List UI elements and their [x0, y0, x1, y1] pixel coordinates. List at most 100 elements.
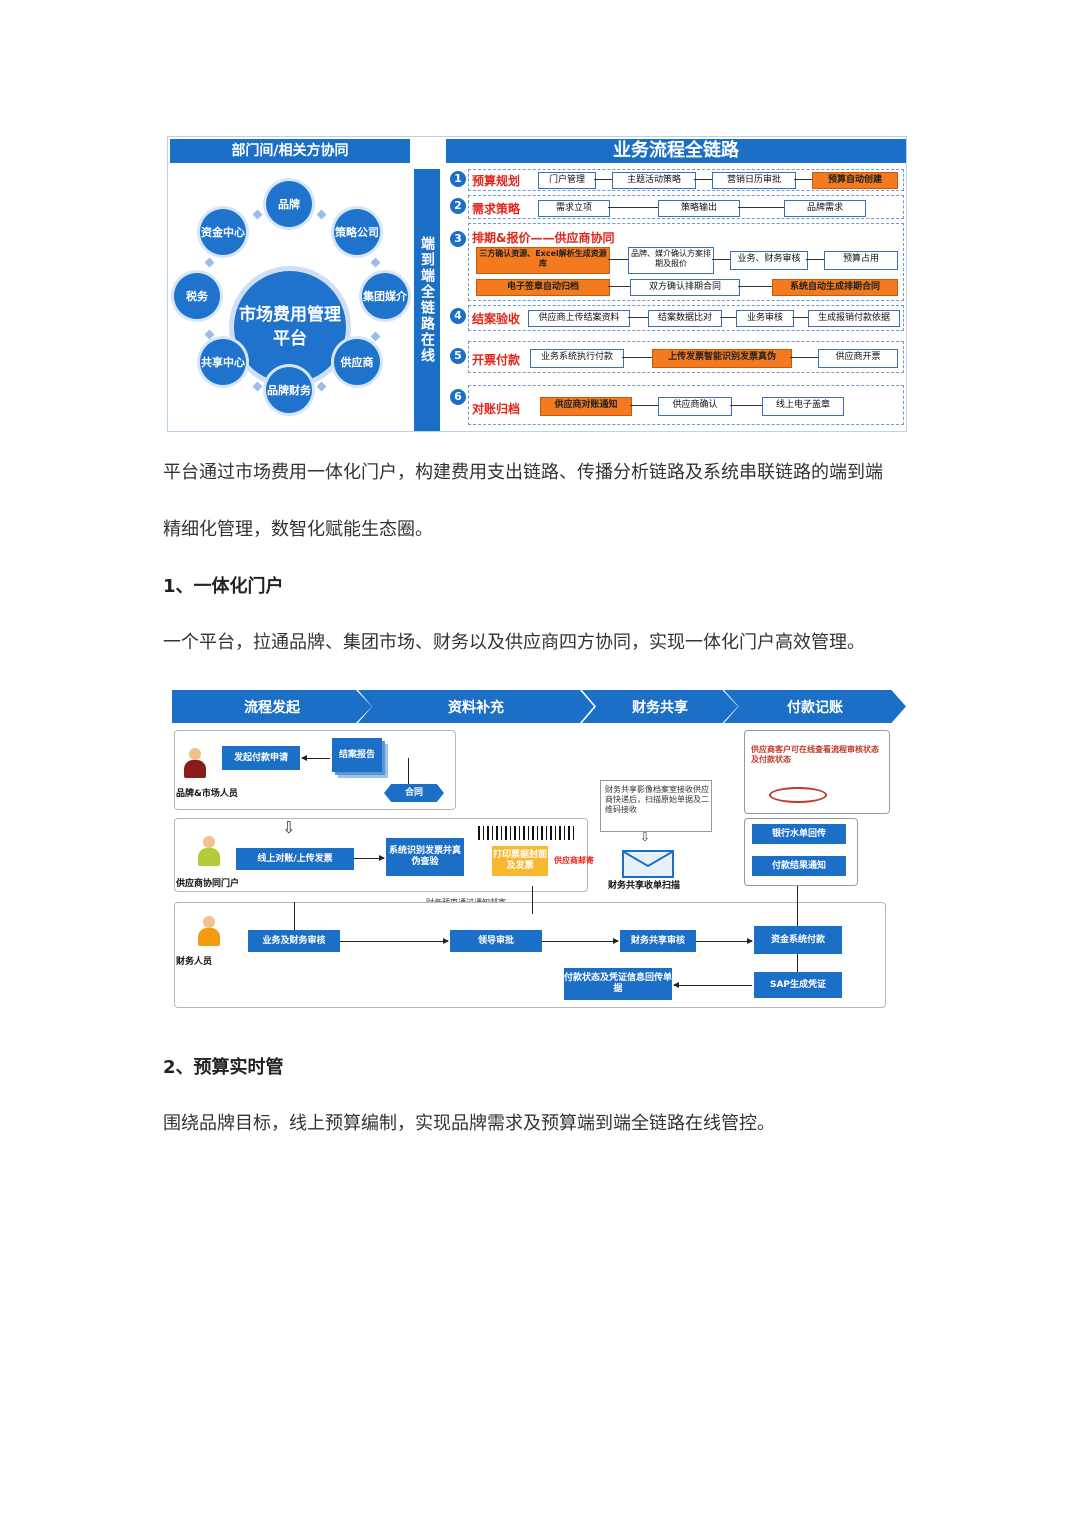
node-shared-center: 共享中心 [200, 339, 246, 385]
arrow [301, 755, 330, 761]
platform-overview-figure: 部门间/相关方协同 业务流程全链路 市场费用管理平台 品牌 策略公司 集团媒介 … [167, 136, 907, 432]
connector [790, 357, 818, 358]
step-number: 3 [450, 231, 466, 247]
payment-notice-box: 付款结果通知 [752, 856, 846, 876]
row-scheduling-quote [468, 223, 904, 301]
process-box: 双方确认排期合同 [630, 279, 740, 296]
connector [794, 179, 812, 180]
stage-label: 排期&报价——供应商协同 [472, 231, 615, 245]
leader-approval-box: 领导审批 [450, 930, 542, 952]
print-cover-box: 打印票据封面及发票 [492, 846, 548, 876]
phase-shared-finance: 财务共享 [582, 690, 738, 723]
node-brand: 品牌 [266, 181, 312, 227]
envelope-icon [622, 850, 674, 878]
process-box: 结案数据比对 [648, 310, 722, 327]
invoice-check-box: 系统识别发票并真伪查验 [386, 838, 464, 876]
stage-label: 需求策略 [472, 202, 521, 216]
section-heading-portal: 1、一体化门户 [163, 576, 284, 597]
hub-arrow [370, 257, 381, 268]
hub-arrow [204, 329, 215, 340]
phase-initiate: 流程发起 [172, 690, 372, 723]
connector [608, 259, 628, 260]
arrow [294, 902, 295, 930]
brand-person-icon [184, 748, 206, 778]
connector [738, 207, 784, 208]
stage-label: 预算规划 [472, 174, 521, 188]
role-brand: 品牌&市场人员 [176, 789, 238, 799]
process-chain: 1 预算规划 门户管理 主题活动策略 营销日历审批 预算自动创建 2 需求策略 … [446, 167, 906, 431]
end-to-end-label: 端到端全链路在线 [414, 169, 440, 431]
sap-voucher-box: SAP生成凭证 [754, 972, 842, 998]
process-box: 生成报销付款依据 [808, 310, 900, 327]
process-box: 供应商确认 [658, 397, 732, 416]
stamp-icon [769, 787, 827, 803]
process-box-highlight: 预算自动创建 [812, 172, 898, 189]
left-panel-title: 部门间/相关方协同 [170, 139, 410, 163]
supplier-query-text: 供应商客户可在线查看流程审核状态及付款状态 [751, 745, 879, 764]
process-box-highlight: 电子签章自动归档 [476, 279, 610, 296]
hub-arrow [370, 331, 381, 342]
collaboration-hub: 市场费用管理平台 品牌 策略公司 集团媒介 供应商 品牌财务 共享中心 税务 资… [168, 167, 412, 431]
budget-paragraph: 围绕品牌目标，线上预算编制，实现品牌需求及预算端到端全链路在线管控。 [163, 1113, 775, 1134]
connector [730, 405, 762, 406]
process-box: 业务审核 [736, 310, 794, 327]
row-reconciliation [468, 385, 904, 425]
node-supplier: 供应商 [334, 339, 380, 385]
arrow [542, 938, 619, 944]
arrow [673, 982, 752, 988]
arrow [354, 855, 385, 861]
connector [594, 179, 612, 180]
section-heading-budget: 2、预算实时管 [163, 1057, 284, 1078]
node-group-media: 集团媒介 [362, 273, 408, 319]
row-budget-planning [468, 169, 904, 191]
shared-note-text: 财务共享影像档案室接收供应商快递后，扫描原始单据及二维码接收 [605, 785, 709, 814]
process-box-highlight: 上传发票智能识别发票真伪 [652, 349, 792, 368]
upload-invoice-box: 线上对账/上传发票 [236, 848, 354, 870]
fund-payment-box: 资金系统付款 [754, 926, 842, 954]
connector [792, 317, 808, 318]
connector [622, 357, 652, 358]
process-box: 需求立项 [538, 200, 610, 217]
biz-fin-review-box: 业务及财务审核 [248, 930, 340, 952]
hub-arrow [204, 257, 215, 268]
shared-review-box: 财务共享审核 [620, 930, 696, 952]
node-strategy-company: 策略公司 [334, 209, 380, 255]
node-tax: 税务 [174, 273, 220, 319]
supplier-person-icon [198, 836, 220, 866]
process-box: 策略输出 [658, 200, 740, 217]
step-number: 1 [450, 171, 466, 187]
down-arrow-icon: ⇩ [640, 830, 651, 844]
role-finance: 财务人员 [176, 957, 213, 967]
connector [608, 207, 658, 208]
right-panel-title: 业务流程全链路 [446, 139, 906, 163]
stage-label: 开票付款 [472, 353, 521, 367]
arrow [340, 938, 449, 944]
lane-brand [174, 730, 456, 810]
connector [630, 405, 658, 406]
process-box-highlight: 三方确认资源、Excel解析生成资源库 [476, 247, 610, 274]
supplier-query-doc: 供应商客户可在线查看流程审核状态及付款状态 [744, 730, 890, 814]
hub-arrow [316, 381, 327, 392]
intro-paragraph-line2: 精细化管理，数智化赋能生态圈。 [163, 519, 433, 540]
step-number: 2 [450, 198, 466, 214]
step-number: 6 [450, 389, 466, 405]
contract-box: 合同 [384, 784, 444, 802]
arrow [408, 758, 409, 784]
process-box: 品牌需求 [784, 200, 866, 217]
bank-receipt-box: 银行水单回传 [752, 824, 846, 844]
row-demand-strategy [468, 195, 904, 219]
arrow [532, 886, 533, 914]
node-fund-center: 资金中心 [200, 209, 246, 255]
portal-paragraph: 一个平台，拉通品牌、集团市场、财务以及供应商四方协同，实现一体化门户高效管理。 [163, 632, 865, 653]
start-payment-box: 发起付款申请 [222, 746, 300, 770]
shared-note-box: 财务共享影像档案室接收供应商快递后，扫描原始单据及二维码接收 [600, 780, 712, 832]
arrow [696, 938, 753, 944]
arrow [797, 880, 798, 926]
phase-payment-booking: 付款记账 [724, 690, 906, 723]
process-box: 主题活动策略 [612, 172, 696, 189]
finance-person-icon [198, 916, 220, 946]
phase-supplement: 资料补充 [358, 690, 594, 723]
stage-label: 对账归档 [472, 402, 521, 416]
payment-writeback-box: 付款状态及凭证信息回传单据 [564, 968, 672, 1000]
hub-arrow [316, 209, 327, 220]
